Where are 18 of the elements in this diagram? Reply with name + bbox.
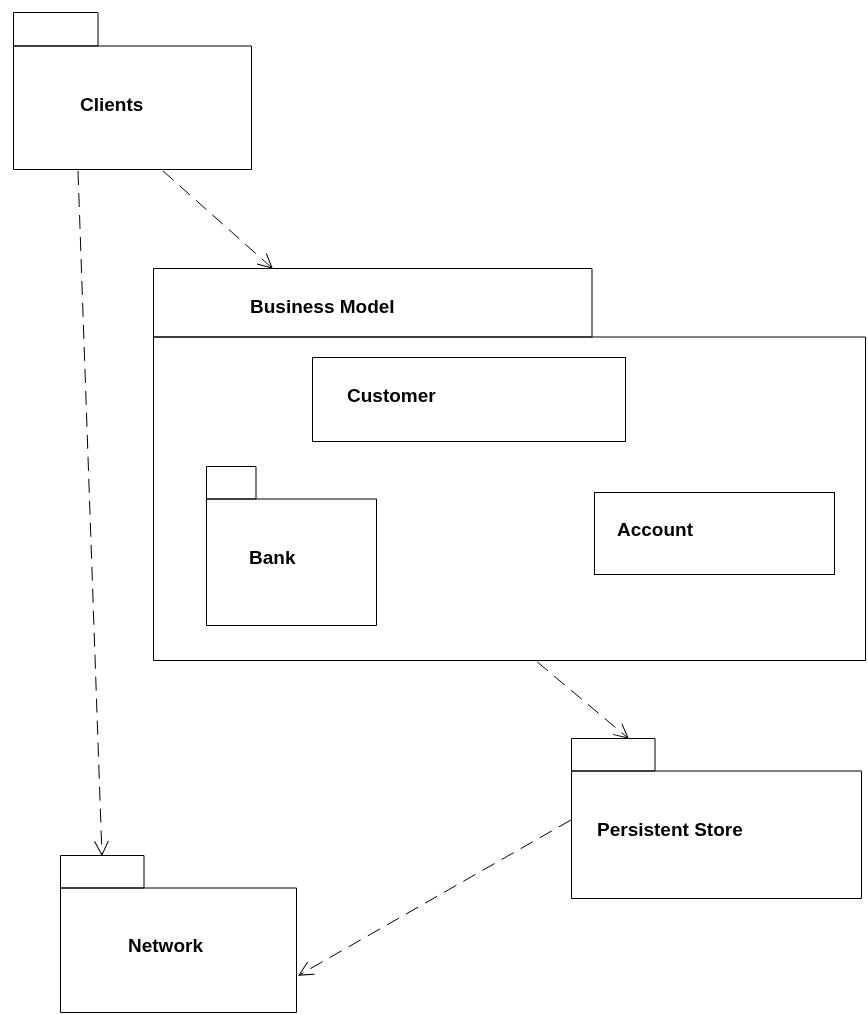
package-name: Account <box>617 519 693 541</box>
dependency-arrow <box>162 170 273 269</box>
dependency-arrow <box>77 170 109 856</box>
package-name: Network <box>128 935 203 957</box>
package-box <box>60 855 297 1013</box>
package-name: Persistent Store <box>597 819 743 841</box>
package-box <box>153 268 866 661</box>
dependency-arrow <box>298 819 572 976</box>
class-box <box>312 357 626 442</box>
package-name: Clients <box>80 94 144 116</box>
package-name: Customer <box>347 385 436 407</box>
class-box <box>594 492 835 575</box>
package-name: Business Model <box>250 296 395 318</box>
package-name: Bank <box>249 547 296 569</box>
package-box <box>13 12 252 170</box>
dependency-arrow <box>536 661 629 739</box>
package-box <box>571 738 862 899</box>
package-box <box>206 466 377 626</box>
